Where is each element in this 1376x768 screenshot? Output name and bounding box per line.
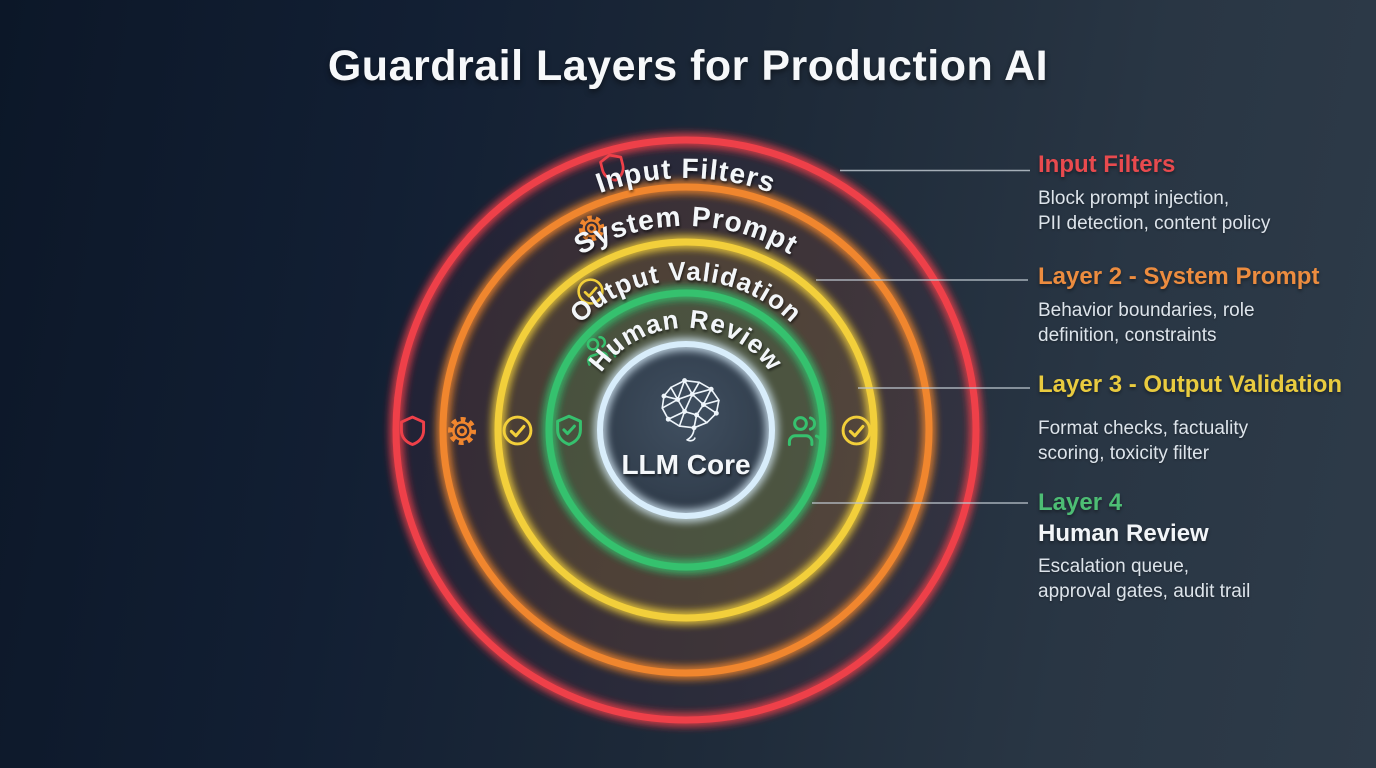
annotation-line: Format checks, factuality: [1038, 417, 1249, 439]
annotation-line: Behavior boundaries, role: [1038, 299, 1255, 321]
ring-output-validation: [494, 238, 878, 622]
page-title: Guardrail Layers for Production AI: [327, 42, 1049, 90]
core-label: LLM Core: [621, 449, 750, 480]
leader-lines: [812, 169, 1030, 504]
annotation-title: Layer 3 - Output Validation: [1038, 371, 1343, 398]
annotation-title: Layer 4: [1038, 489, 1123, 516]
annotation-input-filters: Input Filters Block prompt injection, PI…: [1038, 151, 1370, 236]
ring-llm-core: [597, 341, 775, 519]
ring-input-filters: [392, 136, 980, 724]
annotation-title: Layer 2 - System Prompt: [1038, 263, 1320, 290]
annotation-line: approval gates, audit trail: [1038, 581, 1251, 603]
ring-system-prompt: [439, 183, 933, 677]
annotation-line: Escalation queue,: [1038, 556, 1190, 578]
annotation-line: definition, constraints: [1038, 324, 1217, 346]
ring-human-review: [545, 289, 827, 571]
annotation-human-review: Layer 4 Human Review Escalation queue, a…: [1038, 489, 1370, 604]
annotation-system-prompt: Layer 2 - System Prompt Behavior boundar…: [1038, 263, 1370, 348]
annotation-subtitle: Human Review: [1038, 519, 1209, 547]
annotation-line: PII detection, content policy: [1038, 212, 1271, 234]
annotation-title: Input Filters: [1038, 151, 1176, 178]
annotation-line: Block prompt injection,: [1038, 187, 1230, 209]
ring-bands: [396, 140, 976, 720]
annotation-output-validation: Layer 3 - Output Validation Format check…: [1038, 371, 1370, 466]
annotation-line: scoring, toxicity filter: [1038, 442, 1210, 464]
